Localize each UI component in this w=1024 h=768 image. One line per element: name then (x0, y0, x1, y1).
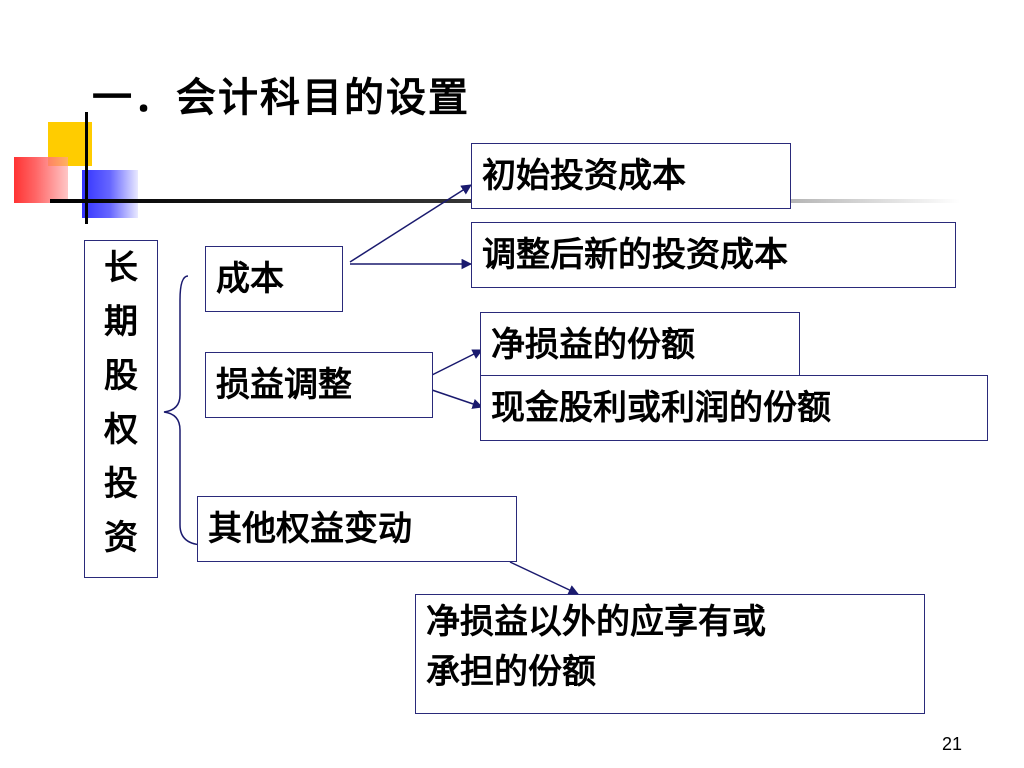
arrow-adjust-to-net (431, 349, 483, 376)
leaf-box-initial-investment-cost: 初始投资成本 (471, 143, 791, 209)
leaf-box-net-profit-share: 净损益的份额 (480, 312, 800, 378)
leaf-box-cash-dividend-share: 现金股利或利润的份额 (480, 375, 988, 441)
root-box-long-term-equity-investment: 长 期 股 权 投 资 (84, 240, 158, 578)
arrow-cost-to-initial (349, 184, 472, 263)
arrow-adjust-to-cash (431, 389, 483, 409)
leaf-box-adjusted-investment-cost: 调整后新的投资成本 (471, 222, 956, 288)
root-char: 股 (104, 356, 138, 396)
arrow-other-to-share (509, 561, 579, 595)
other-share-line-1: 净损益以外的应享有或 (426, 602, 766, 642)
decorative-blue-square (82, 170, 138, 218)
branch-box-profit-loss-adjust: 损益调整 (205, 352, 433, 418)
other-share-line-2: 承担的份额 (426, 652, 596, 692)
leaf-box-other-share: 净损益以外的应享有或 承担的份额 (415, 594, 925, 714)
decorative-vertical-line (85, 112, 88, 224)
slide-title: 一．会计科目的设置 (92, 75, 470, 121)
branch-box-cost: 成本 (205, 246, 343, 312)
root-char: 期 (104, 302, 138, 342)
root-char: 投 (104, 464, 138, 504)
root-brace (163, 275, 206, 546)
root-char: 长 (104, 248, 138, 288)
branch-box-other-equity-change: 其他权益变动 (197, 496, 517, 562)
root-char: 权 (104, 410, 138, 450)
root-char: 资 (104, 518, 138, 558)
page-number: 21 (941, 734, 962, 754)
decorative-red-square (14, 157, 68, 203)
